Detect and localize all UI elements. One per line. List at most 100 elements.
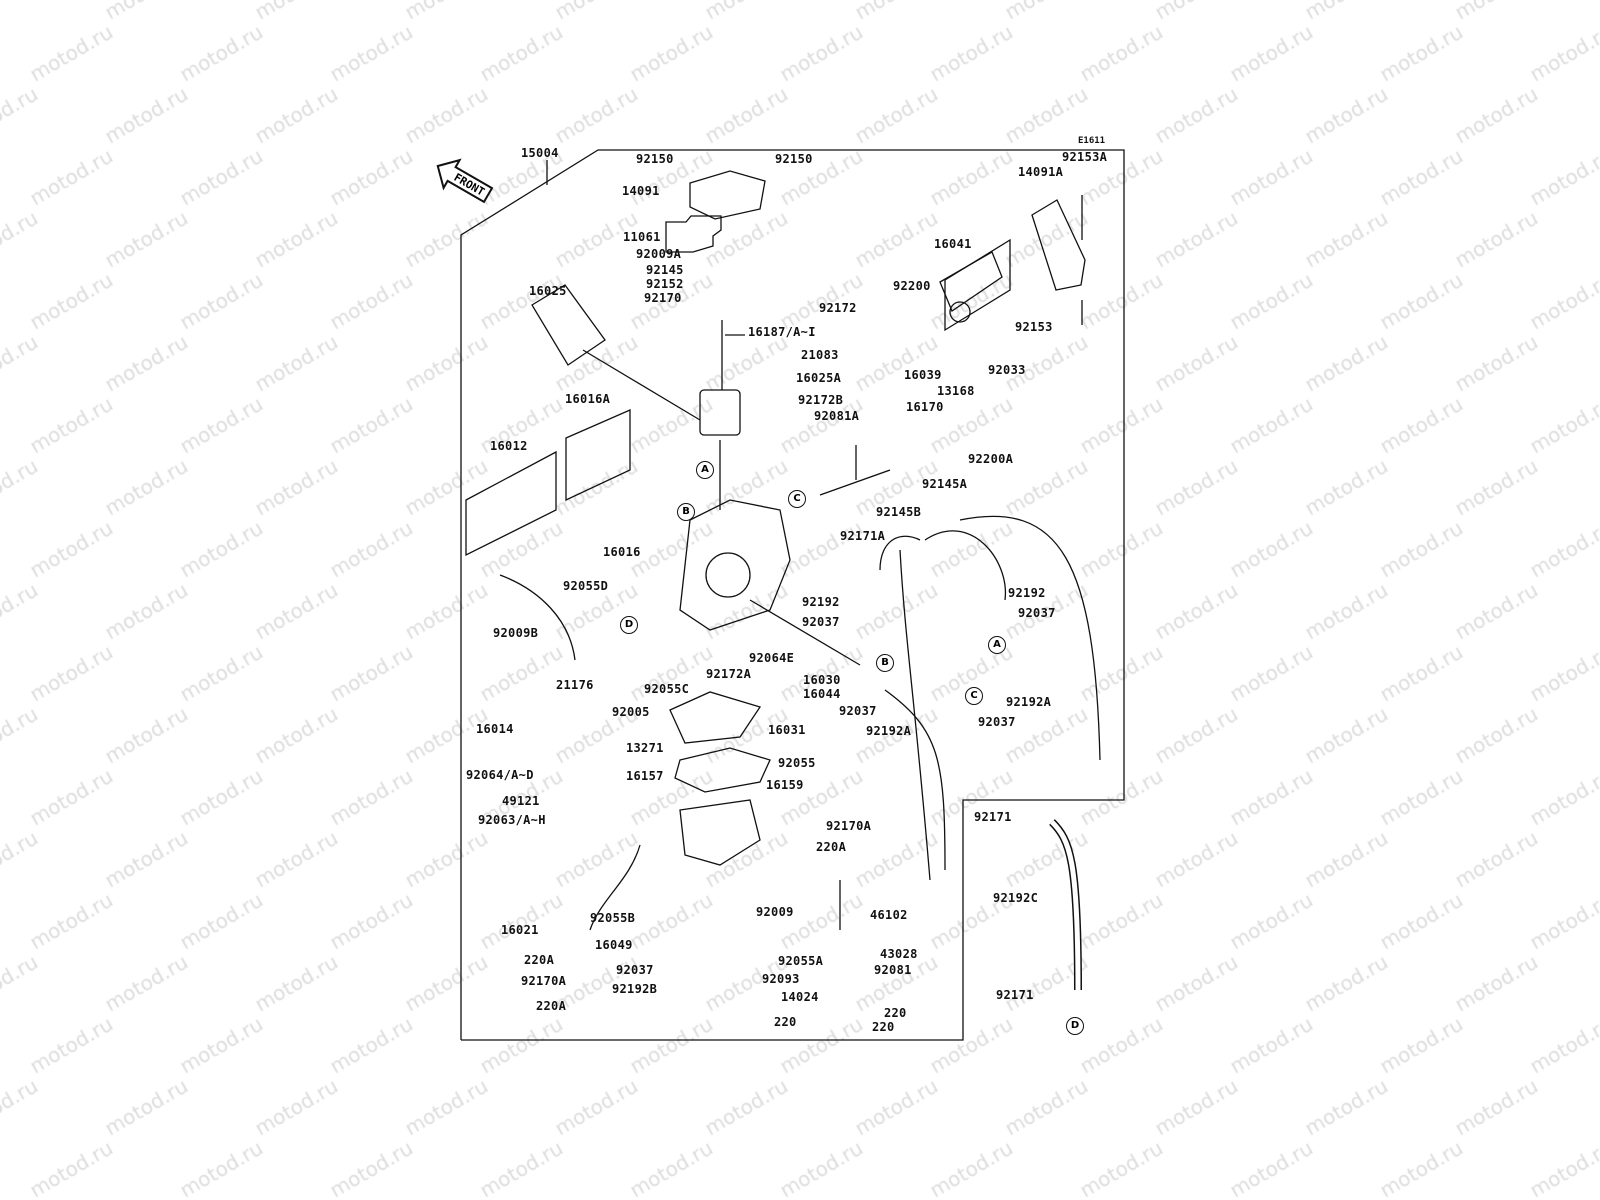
- float-part: [669, 691, 762, 744]
- cable-16021: [589, 844, 641, 931]
- part-number-label: 92055B: [590, 911, 636, 925]
- bowl-gasket: [674, 747, 771, 793]
- part-number-label: 92153A: [1062, 150, 1108, 164]
- choke-lever-part: [1031, 199, 1086, 291]
- part-number-label: 220A: [524, 953, 555, 967]
- part-number-label: 92055C: [644, 682, 690, 696]
- reference-mark: A: [696, 461, 714, 479]
- reference-mark: B: [876, 654, 894, 672]
- part-number-label: 92192: [802, 595, 840, 609]
- part-number-label: 11061: [623, 230, 661, 244]
- part-number-label: 92037: [978, 715, 1016, 729]
- part-number-label: 92037: [802, 615, 840, 629]
- part-number-label: 49121: [502, 794, 540, 808]
- part-group-16025: [531, 284, 606, 366]
- hose-left: [879, 535, 921, 571]
- part-number-label: 16021: [501, 923, 539, 937]
- part-number-label: 92192A: [866, 724, 912, 738]
- part-number-label: 92152: [646, 277, 684, 291]
- part-number-label: 92145: [646, 263, 684, 277]
- part-number-label: 16030: [803, 673, 841, 687]
- cable-21176: [499, 574, 576, 661]
- float-bowl: [679, 799, 761, 866]
- part-number-label: 16014: [476, 722, 514, 736]
- part-number-label: 16159: [766, 778, 804, 792]
- carburetor-body: [679, 499, 791, 631]
- reference-mark: D: [1066, 1017, 1084, 1035]
- throttle-position-housing: [699, 389, 741, 436]
- part-number-label: 92171: [996, 988, 1034, 1002]
- part-number-label: 92172: [819, 301, 857, 315]
- part-number-label: 21176: [556, 678, 594, 692]
- hose-main: [924, 530, 1007, 601]
- reference-mark: D: [620, 616, 638, 634]
- part-number-label: 16049: [595, 938, 633, 952]
- part-number-label: 14024: [781, 990, 819, 1004]
- part-number-label: 92055: [778, 756, 816, 770]
- part-number-label: 92009: [756, 905, 794, 919]
- part-number-label: 220: [774, 1015, 797, 1029]
- part-number-label: 92170A: [521, 974, 567, 988]
- part-number-label: 92172A: [706, 667, 752, 681]
- part-number-label: 21083: [801, 348, 839, 362]
- part-number-label: 46102: [870, 908, 908, 922]
- reference-mark: C: [965, 687, 983, 705]
- part-number-label: 14091A: [1018, 165, 1064, 179]
- part-number-label: 13168: [937, 384, 975, 398]
- front-arrow-icon: [436, 158, 494, 204]
- part-number-label: 220: [884, 1006, 907, 1020]
- hose-right: [959, 515, 1101, 761]
- hose-long-1: [884, 689, 946, 871]
- plunger-part: [939, 251, 1003, 312]
- part-number-label: 16039: [904, 368, 942, 382]
- part-number-label: 92192C: [993, 891, 1039, 905]
- part-group-16016a: [565, 409, 631, 502]
- part-number-label: 92172B: [798, 393, 844, 407]
- part-number-label: 92192A: [1006, 695, 1052, 709]
- part-number-label: 92171: [974, 810, 1012, 824]
- reference-mark: B: [677, 503, 695, 521]
- part-number-label: 92037: [839, 704, 877, 718]
- top-cover-part: [689, 170, 766, 220]
- part-number-label: 220: [872, 1020, 895, 1034]
- part-number-label: 220A: [536, 999, 567, 1013]
- part-number-label: 92063/A~H: [478, 813, 546, 827]
- part-number-label: 16170: [906, 400, 944, 414]
- part-number-label: 92037: [1018, 606, 1056, 620]
- part-number-label: 92064/A~D: [466, 768, 534, 782]
- part-number-label: 92153: [1015, 320, 1053, 334]
- part-number-label: 14091: [622, 184, 660, 198]
- part-number-label: 92064E: [749, 651, 795, 665]
- part-number-label: 92093: [762, 972, 800, 986]
- part-number-label: 92145A: [922, 477, 968, 491]
- part-number-label: 16012: [490, 439, 528, 453]
- part-number-label: 92055A: [778, 954, 824, 968]
- reference-mark: C: [788, 490, 806, 508]
- part-number-label: 92171A: [840, 529, 886, 543]
- part-number-label: 92009B: [493, 626, 539, 640]
- part-number-label: 16031: [768, 723, 806, 737]
- part-number-label: 220A: [816, 840, 847, 854]
- part-number-label: 92150: [775, 152, 813, 166]
- part-number-label: 92145B: [876, 505, 922, 519]
- part-number-label: 16044: [803, 687, 841, 701]
- frame-outline: [460, 149, 1125, 1041]
- part-number-label: 16187/A~I: [748, 325, 816, 339]
- part-number-label: 92150: [636, 152, 674, 166]
- part-number-label: 92081A: [814, 409, 860, 423]
- part-number-label: 16025: [529, 284, 567, 298]
- part-group-16041: [944, 238, 1011, 332]
- part-number-label: 15004: [521, 146, 559, 160]
- part-number-label: 92170A: [826, 819, 872, 833]
- part-number-label: 16016: [603, 545, 641, 559]
- part-number-label: 16025A: [796, 371, 842, 385]
- part-number-label: 13271: [626, 741, 664, 755]
- part-number-label: 43028: [880, 947, 918, 961]
- part-number-label: 92009A: [636, 247, 682, 261]
- part-number-label: 16041: [934, 237, 972, 251]
- part-number-label: 92192B: [612, 982, 658, 996]
- part-group-16012: [465, 450, 557, 557]
- part-number-label: 92170: [644, 291, 682, 305]
